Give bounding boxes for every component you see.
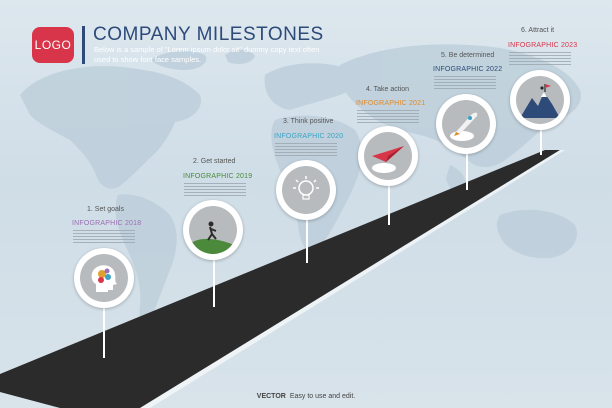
lightbulb-icon bbox=[282, 166, 330, 214]
milestone-5-marker[interactable] bbox=[436, 94, 496, 154]
page-subtitle: Below is a sample of "Lorem ipsum dolor … bbox=[94, 45, 320, 64]
milestone-4-description bbox=[357, 110, 419, 124]
milestone-4-year: INFOGRAPHIC 2021 bbox=[356, 100, 426, 107]
milestone-3-marker[interactable] bbox=[276, 160, 336, 220]
milestone-1-description bbox=[73, 230, 135, 244]
milestone-1-step: 1. Set goals bbox=[87, 206, 124, 213]
rocket-icon bbox=[442, 100, 490, 148]
title-divider bbox=[82, 26, 85, 64]
milestone-2-description bbox=[184, 183, 246, 197]
milestone-6-step: 6. Attract it bbox=[521, 27, 555, 34]
mountain-flag-icon bbox=[516, 76, 564, 124]
milestone-3-pin bbox=[306, 195, 308, 263]
paper-plane-icon bbox=[364, 132, 412, 180]
footer-vector-label: VECTOR bbox=[256, 393, 286, 400]
milestone-6-marker[interactable] bbox=[510, 70, 570, 130]
milestone-5-description bbox=[434, 76, 496, 90]
milestone-1-marker[interactable] bbox=[74, 248, 134, 308]
milestone-4-pin bbox=[388, 160, 390, 225]
milestone-6-description bbox=[509, 52, 571, 66]
company-logo[interactable]: LOGO bbox=[32, 27, 74, 63]
milestone-6-year: INFOGRAPHIC 2023 bbox=[508, 42, 578, 49]
milestone-5-year: INFOGRAPHIC 2022 bbox=[433, 66, 503, 73]
milestone-2-year: INFOGRAPHIC 2019 bbox=[183, 173, 253, 180]
climber-icon bbox=[189, 206, 237, 254]
milestone-4-step: 4. Take action bbox=[366, 86, 410, 93]
milestone-2-marker[interactable] bbox=[183, 200, 243, 260]
milestone-1-pin bbox=[103, 280, 105, 358]
milestone-2-pin bbox=[213, 235, 215, 307]
milestone-5-step: 5. Be determined bbox=[441, 52, 495, 59]
milestone-3-year: INFOGRAPHIC 2020 bbox=[274, 133, 344, 140]
milestone-4-marker[interactable] bbox=[358, 126, 418, 186]
milestone-3-step: 3. Think positive bbox=[283, 118, 334, 125]
milestone-5-pin bbox=[466, 128, 468, 190]
brain-gears-icon bbox=[80, 254, 128, 302]
page-title: COMPANY MILESTONES bbox=[93, 24, 324, 45]
milestone-2-step: 2. Get started bbox=[193, 158, 236, 165]
footer-text: Easy to use and edit. bbox=[289, 393, 356, 400]
milestone-3-description bbox=[275, 143, 337, 157]
milestone-1-year: INFOGRAPHIC 2018 bbox=[72, 220, 142, 227]
